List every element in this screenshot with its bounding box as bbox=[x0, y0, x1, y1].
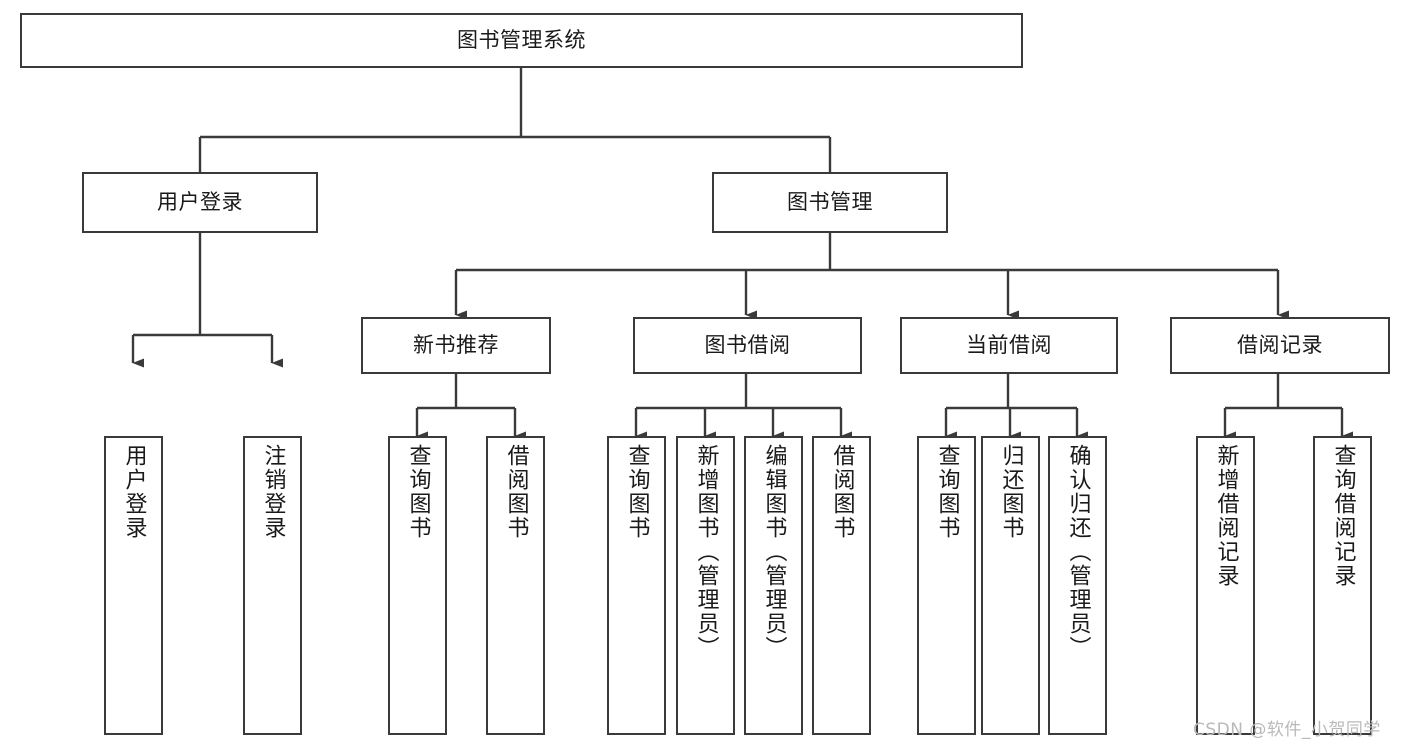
node-label: 新增借阅记录 bbox=[1213, 444, 1239, 588]
node-book-borrow[interactable]: 图书借阅 bbox=[633, 317, 862, 374]
node-root[interactable]: 图书管理系统 bbox=[20, 13, 1023, 68]
leaf-borrow-book-1[interactable]: 借阅图书 bbox=[486, 436, 545, 735]
leaf-add-borrow-record[interactable]: 新增借阅记录 bbox=[1196, 436, 1255, 735]
node-label: 编辑图书（管理员） bbox=[761, 444, 787, 660]
node-label: 查询图书 bbox=[934, 444, 960, 540]
leaf-query-borrow-record[interactable]: 查询借阅记录 bbox=[1313, 436, 1372, 735]
node-label: 归还图书 bbox=[998, 444, 1024, 540]
node-label: 图书管理系统 bbox=[457, 28, 586, 53]
node-label: 借阅记录 bbox=[1237, 333, 1323, 358]
node-label: 查询图书 bbox=[624, 444, 650, 540]
leaf-borrow-book-2[interactable]: 借阅图书 bbox=[812, 436, 871, 735]
leaf-add-book[interactable]: 新增图书（管理员） bbox=[676, 436, 735, 735]
node-label: 图书借阅 bbox=[704, 333, 791, 358]
node-current-borrow[interactable]: 当前借阅 bbox=[900, 317, 1118, 374]
node-new-book-recommend[interactable]: 新书推荐 bbox=[361, 317, 551, 374]
leaf-edit-book[interactable]: 编辑图书（管理员） bbox=[744, 436, 803, 735]
node-user-login[interactable]: 用户登录 bbox=[82, 172, 318, 233]
csdn-watermark: CSDN @软件_小贺同学 bbox=[1193, 720, 1381, 740]
node-label: 当前借阅 bbox=[966, 333, 1052, 358]
node-label: 图书管理 bbox=[787, 190, 873, 215]
leaf-query-book-2[interactable]: 查询图书 bbox=[607, 436, 666, 735]
node-label: 借阅图书 bbox=[503, 444, 529, 540]
leaf-logout-login[interactable]: 注销登录 bbox=[243, 436, 302, 735]
node-label: 新书推荐 bbox=[413, 333, 499, 358]
leaf-query-book-3[interactable]: 查询图书 bbox=[917, 436, 976, 735]
node-label: 新增图书（管理员） bbox=[693, 444, 719, 660]
node-book-manage[interactable]: 图书管理 bbox=[712, 172, 948, 233]
node-label: 借阅图书 bbox=[829, 444, 855, 540]
node-label: 用户登录 bbox=[157, 190, 243, 215]
node-label: 用户登录 bbox=[121, 444, 147, 540]
node-borrow-record[interactable]: 借阅记录 bbox=[1170, 317, 1390, 374]
leaf-confirm-return[interactable]: 确认归还（管理员） bbox=[1048, 436, 1107, 735]
node-label: 查询借阅记录 bbox=[1330, 444, 1356, 588]
node-label: 查询图书 bbox=[405, 444, 431, 540]
leaf-query-book-1[interactable]: 查询图书 bbox=[388, 436, 447, 735]
leaf-user-login[interactable]: 用户登录 bbox=[104, 436, 163, 735]
leaf-return-book[interactable]: 归还图书 bbox=[981, 436, 1040, 735]
node-label: 注销登录 bbox=[260, 444, 286, 540]
node-label: 确认归还（管理员） bbox=[1065, 444, 1091, 660]
